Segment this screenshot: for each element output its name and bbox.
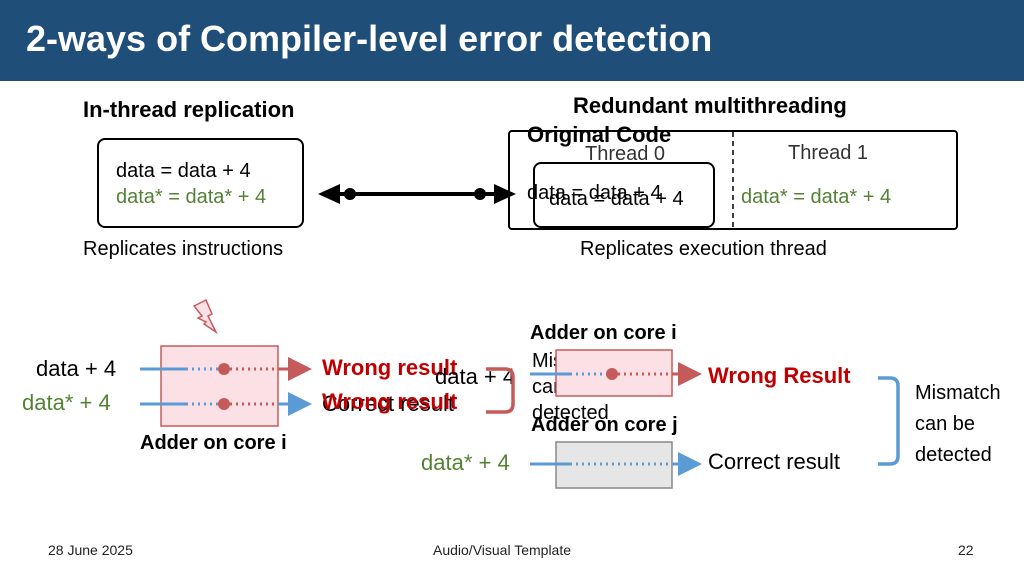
br-wrong-result: Wrong Result — [708, 363, 851, 388]
original-code-box — [533, 162, 715, 228]
mismatch-line-2: can be — [915, 413, 976, 435]
footer-page-number: 22 — [958, 542, 974, 558]
original-code-line: data = data + 4 — [527, 182, 662, 204]
footer-center: Audio/Visual Template — [433, 542, 572, 558]
bl-correct-result: Correct result — [322, 391, 455, 416]
bl-adder-box — [160, 345, 279, 427]
code-line-replica: data* = data* + 4 — [116, 186, 267, 208]
thread1-label: Thread 1 — [788, 142, 869, 164]
footer-date: 28 June 2025 — [48, 542, 133, 558]
title-bar: 2-ways of Compiler-level error detection — [0, 0, 1024, 81]
rmt-heading: Redundant multithreading — [573, 93, 847, 118]
in-thread-caption: Replicates instructions — [83, 238, 284, 260]
thread0-label: Thread 0 — [585, 143, 666, 165]
br-adder-j-label: Adder on core j — [531, 414, 678, 436]
bl-wrong-result-2: Wrong result — [322, 389, 458, 414]
mismatch-line-3: detected — [915, 444, 992, 466]
bl-path-2 — [140, 392, 312, 416]
br-mismatch-note: Mismatch can be detected — [915, 378, 1001, 471]
bl-wrong-result-1: Wrong result — [322, 355, 458, 380]
thread1-code-line: data* = data* + 4 — [741, 186, 892, 208]
compare-double-arrow — [318, 184, 516, 204]
thread0-code-line: data = data + 4 — [549, 188, 684, 210]
slide-title: 2-ways of Compiler-level error detection — [26, 18, 713, 59]
rmt-threads-box — [508, 130, 958, 230]
br-correct-result: Correct result — [708, 449, 841, 474]
bl-path-1 — [140, 357, 312, 381]
bl-input-replica: data* + 4 — [22, 390, 111, 415]
code-line-original: data = data + 4 — [116, 160, 251, 182]
lightning-icon — [192, 298, 218, 335]
in-thread-code-box — [97, 138, 304, 228]
br-adder-i-label: Adder on core i — [530, 322, 677, 344]
br-mismatch-bracket — [878, 376, 900, 466]
original-code-label: Original Code — [527, 122, 672, 147]
bl-input-data: data + 4 — [36, 356, 117, 381]
bl-mismatch-bracket — [486, 367, 515, 414]
in-thread-heading: In-thread replication — [83, 97, 295, 122]
bl-adder-label: Adder on core i — [140, 432, 287, 454]
mismatch-line-1: Mismatch — [915, 382, 1001, 404]
br-path-1 — [530, 362, 702, 386]
rmt-caption: Replicates execution thread — [580, 238, 827, 260]
br-input-replica: data* + 4 — [421, 450, 510, 475]
